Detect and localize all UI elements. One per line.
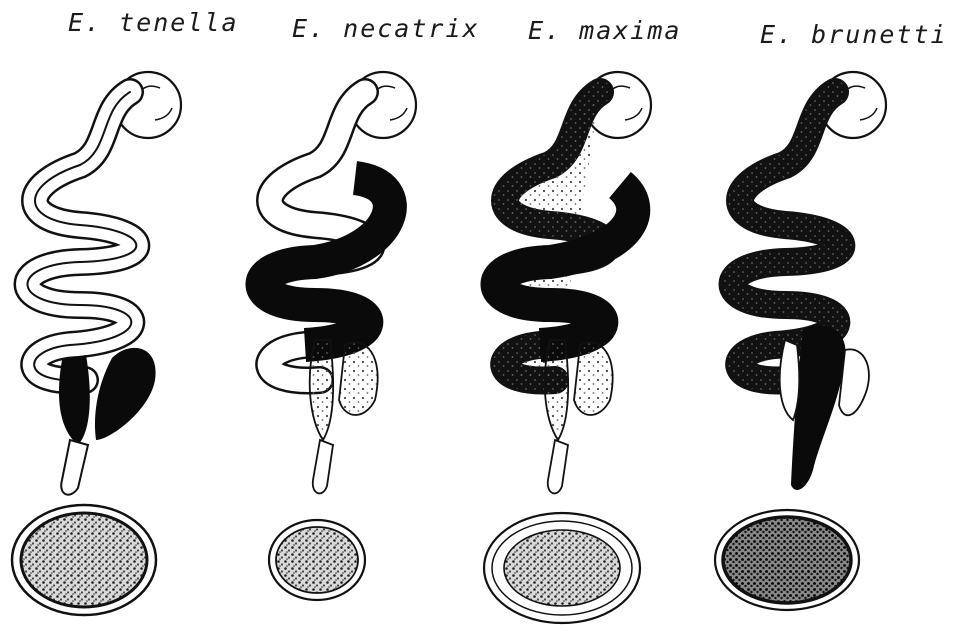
- ceca-maxima: [545, 340, 613, 493]
- ceca-brunetti: [780, 325, 869, 490]
- ceca-tenella: [59, 348, 156, 495]
- small-intestine-tenella: [28, 92, 137, 380]
- oocyst-maxima: [484, 513, 640, 623]
- oocyst-brunetti: [715, 510, 859, 610]
- panel-brunetti: [715, 72, 886, 610]
- panel-maxima: [484, 72, 651, 623]
- ceca-necatrix: [310, 340, 378, 493]
- panel-necatrix: [263, 72, 417, 600]
- oocyst-necatrix: [269, 520, 365, 600]
- oocyst-tenella: [12, 505, 156, 615]
- panel-tenella: [12, 72, 181, 615]
